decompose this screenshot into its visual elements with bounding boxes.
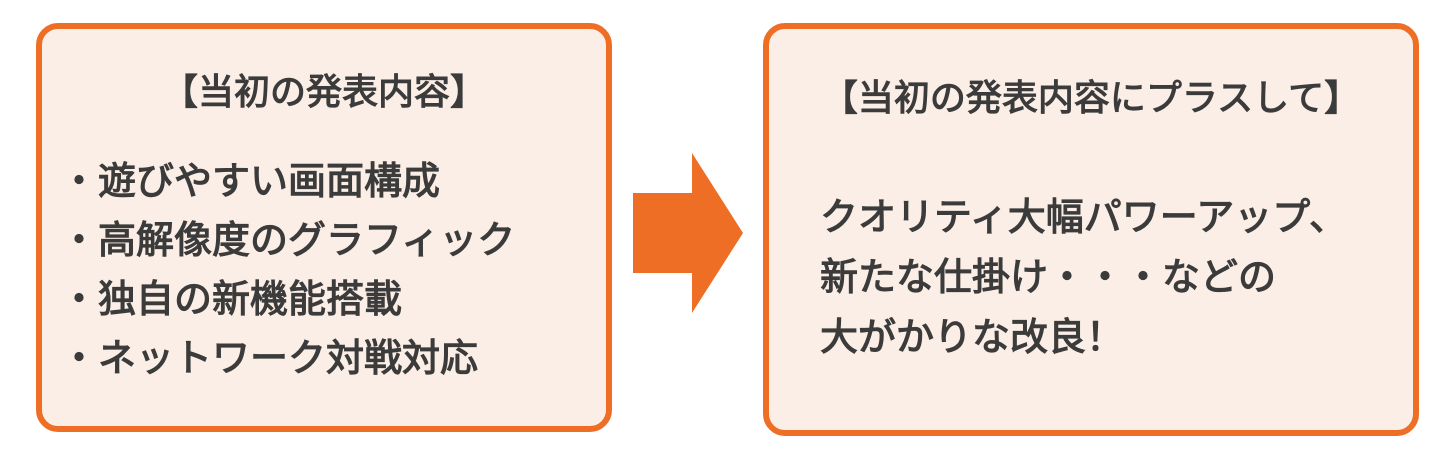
- list-item: ・高解像度のグラフィック: [60, 220, 516, 262]
- updated-announcement-body: クオリティ大幅パワーアップ、 新たな仕掛け・・・などの 大がかりな改良！: [769, 188, 1413, 368]
- original-announcement-box: 【当初の発表内容】 ・遊びやすい画面構成 ・高解像度のグラフィック ・独自の新機…: [36, 23, 612, 432]
- list-item: ・遊びやすい画面構成: [60, 161, 441, 203]
- original-announcement-title: 【当初の発表内容】: [161, 71, 486, 112]
- updated-announcement-title: 【当初の発表内容にプラスして】: [821, 77, 1361, 118]
- list-item: ・独自の新機能搭載: [60, 279, 403, 321]
- updated-announcement-box: 【当初の発表内容にプラスして】 クオリティ大幅パワーアップ、 新たな仕掛け・・・…: [763, 23, 1419, 436]
- body-line: 大がかりな改良！: [820, 317, 1125, 359]
- list-item: ・ネットワーク対戦対応: [60, 338, 479, 380]
- body-line: クオリティ大幅パワーアップ、: [820, 197, 1348, 239]
- original-feature-list: ・遊びやすい画面構成 ・高解像度のグラフィック ・独自の新機能搭載 ・ネットワー…: [42, 153, 606, 389]
- body-line: 新たな仕掛け・・・などの: [820, 257, 1277, 299]
- right-arrow-icon: [633, 153, 743, 313]
